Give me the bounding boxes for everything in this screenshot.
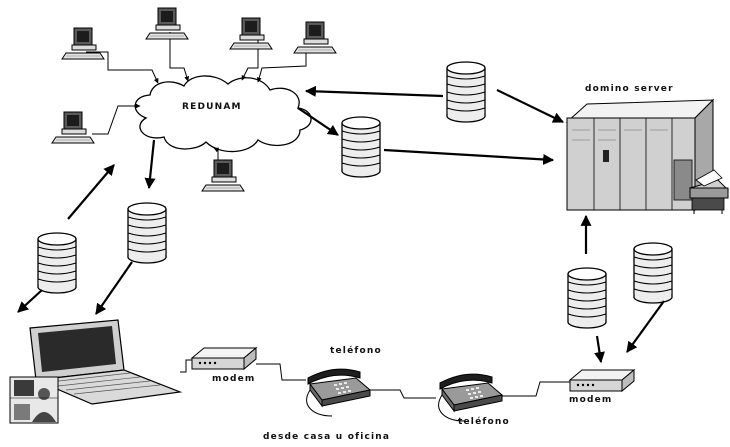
modem-icon (191, 347, 257, 370)
database-icon (341, 116, 381, 178)
flow-arrows (17, 85, 665, 364)
cloud-label: REDUNAM (182, 102, 242, 112)
phone-line-cables (180, 359, 570, 399)
office-user-icon (9, 376, 59, 424)
database-icon (446, 61, 486, 123)
computer-icon (293, 21, 337, 54)
database-icon (37, 232, 77, 294)
database-icon (127, 202, 167, 264)
caption: desde casa u oficina (263, 432, 391, 442)
computer-icon (61, 27, 105, 60)
redunam-cloud (134, 75, 312, 153)
computer-icon (145, 7, 189, 40)
computer-icon (51, 111, 95, 144)
database-icon (567, 267, 607, 329)
computer-icon (229, 17, 273, 50)
laptop-icon (29, 319, 183, 405)
telephone-icon (438, 373, 503, 422)
telephone-icon (306, 368, 371, 417)
modem-label-left: modem (212, 374, 256, 384)
modem-label-right: modem (569, 395, 613, 405)
database-icon (633, 242, 673, 304)
modem-icon (569, 369, 635, 392)
server-label: domino server (585, 84, 674, 94)
computer-icon (201, 159, 245, 192)
phone-label-left: teléfono (330, 346, 382, 356)
mainframe-server-icon (565, 98, 729, 214)
phone-label-right: teléfono (458, 417, 510, 427)
